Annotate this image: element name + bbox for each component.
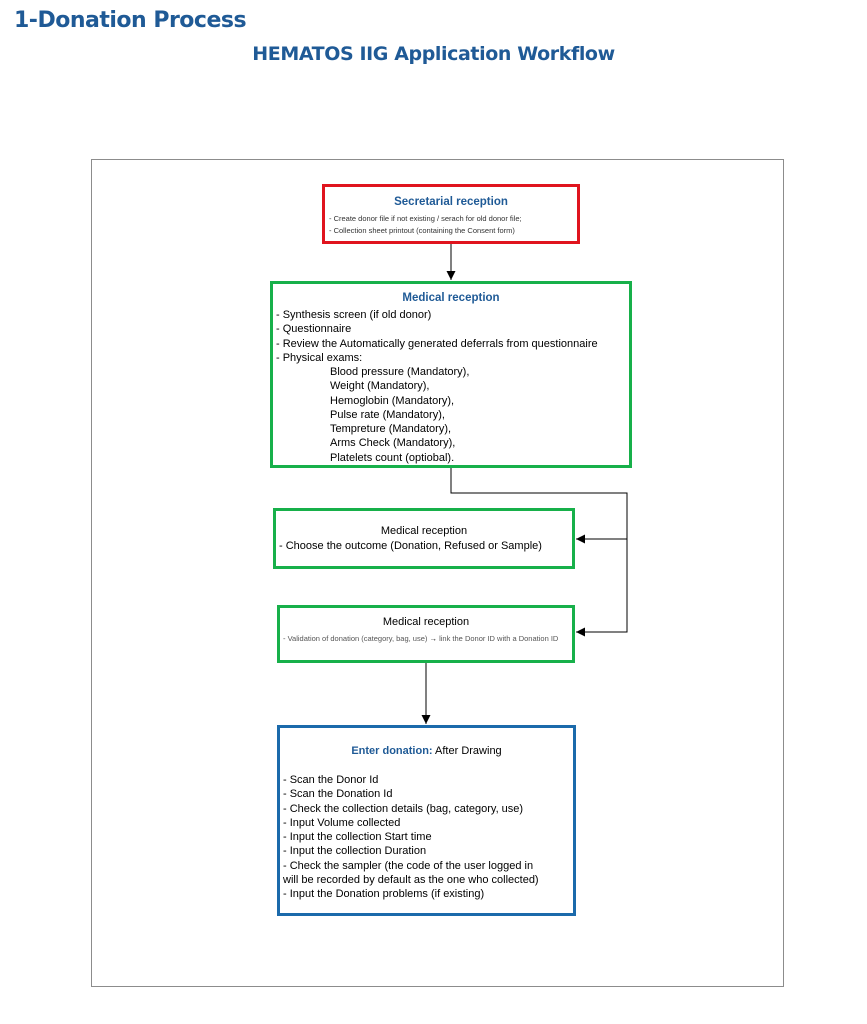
validation-text: - Validation of donation (category, bag,… (283, 634, 428, 643)
medical-reception-exams-box: Medical reception - Synthesis screen (if… (270, 281, 632, 468)
list-item: - Scan the Donor Id (283, 774, 379, 786)
list-item: - Review the Automatically generated def… (276, 337, 598, 350)
list-item: will be recorded by default as the one w… (283, 874, 539, 887)
list-item: - Collection sheet printout (containing … (329, 225, 515, 235)
enter-donation-title-rest: After Drawing (432, 745, 502, 757)
list-item: Hemoglobin (Mandatory), (330, 394, 455, 407)
list-item: - Create donor file if not existing / se… (329, 214, 522, 223)
enter-donation-title: Enter donation: After Drawing (280, 745, 573, 757)
list-item: - Input the collection Start time (283, 831, 432, 844)
validation-description: - Validation of donation (category, bag,… (283, 632, 569, 645)
list-item: - Questionnaire (276, 323, 352, 336)
medical-reception-validation-box: Medical reception - Validation of donati… (277, 605, 575, 663)
validation-text-link: link the Donor ID with a Donation ID (439, 634, 559, 643)
list-item: Weight (Mandatory), (330, 380, 430, 393)
connector-medical-to-outcome (450, 468, 628, 544)
secretarial-reception-title: Secretarial reception (394, 196, 508, 208)
enter-donation-box: Enter donation: After Drawing - Scan the… (277, 725, 576, 916)
list-item: - Check the collection details (bag, cat… (283, 802, 524, 815)
page-subheading: HEMATOS IIG Application Workflow (252, 43, 615, 65)
list-item: - Input the collection Duration (283, 845, 427, 858)
medical-reception-items: - Synthesis screen (if old donor) - Ques… (276, 308, 598, 365)
page-heading: 1-Donation Process (14, 8, 247, 33)
medical-reception-title: Medical reception (402, 292, 500, 304)
list-item: - Physical exams: (276, 351, 363, 364)
list-item: Tempreture (Mandatory), (330, 423, 452, 436)
enter-donation-items: - Scan the Donor Id - Scan the Donation … (283, 773, 539, 902)
secretarial-reception-box: Secretarial reception - Create donor fil… (322, 184, 580, 244)
physical-exams-list: Blood pressure (Mandatory), Weight (Mand… (330, 365, 469, 465)
enter-donation-title-bold: Enter donation: (351, 745, 433, 757)
list-item: - Synthesis screen (if old donor) (276, 309, 432, 321)
right-arrow-icon: → (429, 634, 438, 643)
workflow-frame (91, 159, 784, 987)
list-item: - Input the Donation problems (if existi… (283, 888, 485, 901)
medical-reception-outcome-box: Medical reception - Choose the outcome (… (273, 508, 575, 569)
list-item: - Input Volume collected (283, 816, 401, 829)
connector-outcome-to-validation (576, 539, 628, 637)
list-item: Blood pressure (Mandatory), (330, 366, 470, 378)
list-item: Platelets count (optiobal). (330, 451, 455, 464)
list-item: - Scan the Donation Id (283, 788, 393, 801)
secretarial-reception-items: - Create donor file if not existing / se… (329, 213, 522, 236)
list-item: Pulse rate (Mandatory), (330, 408, 445, 421)
medical-reception-title: Medical reception (382, 616, 470, 628)
medical-reception-title: Medical reception (380, 525, 468, 537)
outcome-description: - Choose the outcome (Donation, Refused … (279, 540, 542, 552)
list-item: - Check the sampler (the code of the use… (283, 859, 534, 872)
list-item: Arms Check (Mandatory), (330, 437, 456, 450)
